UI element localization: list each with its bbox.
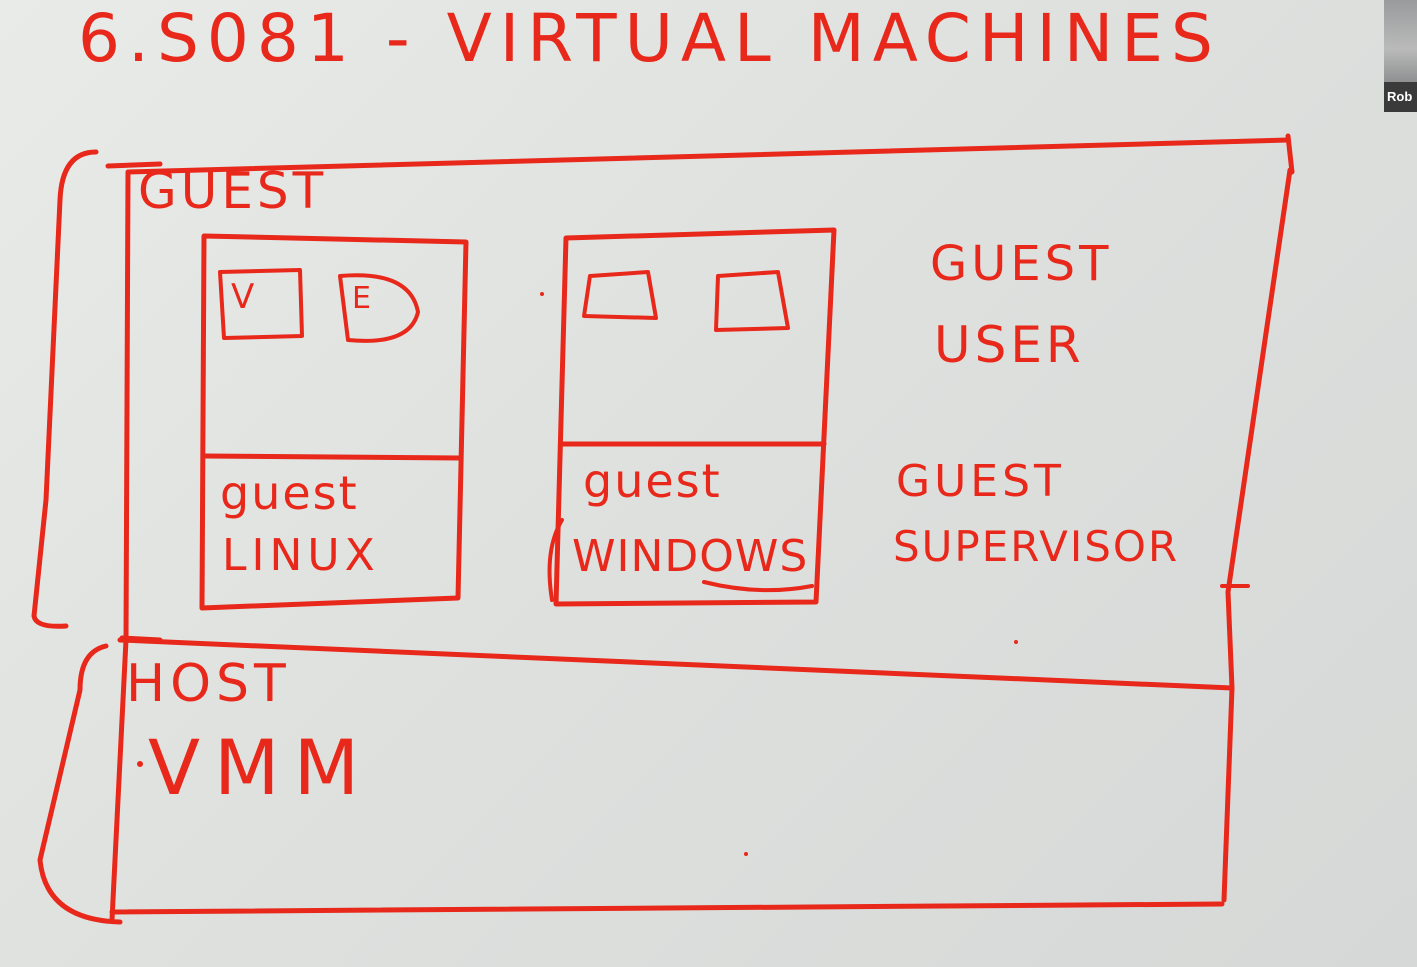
outer-machine-box — [109, 133, 1295, 923]
process-label-2: Е — [352, 281, 371, 316]
page-title: 6.S081 - VIRTUAL MACHINES — [78, 0, 1221, 77]
linux-os-label-line-2: LINUX — [222, 530, 380, 581]
windows-process-box-1 — [582, 270, 658, 320]
guest-supervisor-label-line-1: GUEST — [896, 456, 1065, 507]
process-label-1: V — [231, 277, 255, 317]
windows-process-box-2 — [714, 270, 790, 332]
vmm-label: VMM — [148, 723, 374, 812]
windows-os-label-line-2: WINDOWS — [572, 531, 809, 582]
windows-vm-box — [553, 227, 837, 607]
participant-name-bar — [1384, 82, 1417, 112]
linux-kernel-divider — [201, 453, 463, 461]
linux-os-label-line-1: guest — [220, 466, 359, 520]
host-brace — [37, 643, 123, 925]
process-box-1 — [218, 268, 304, 340]
linux-vm-box — [199, 233, 469, 611]
process-box-2 — [338, 273, 420, 343]
windows-os-label-line-1: guest — [583, 454, 722, 508]
guest-user-label-line-2: USER — [934, 316, 1085, 374]
guest-host-divider — [117, 637, 1235, 691]
guest-user-label-line-1: GUEST — [930, 236, 1113, 292]
guest-brace — [31, 149, 99, 629]
participant-video — [1384, 0, 1417, 82]
guest-supervisor-label-line-2: SUPERVISOR — [893, 522, 1180, 571]
host-label: HOST — [126, 654, 291, 714]
participant-name: Rob — [1387, 89, 1413, 104]
participant-video-tile[interactable]: Rob — [1384, 0, 1417, 112]
guest-label: GUEST — [138, 162, 328, 220]
